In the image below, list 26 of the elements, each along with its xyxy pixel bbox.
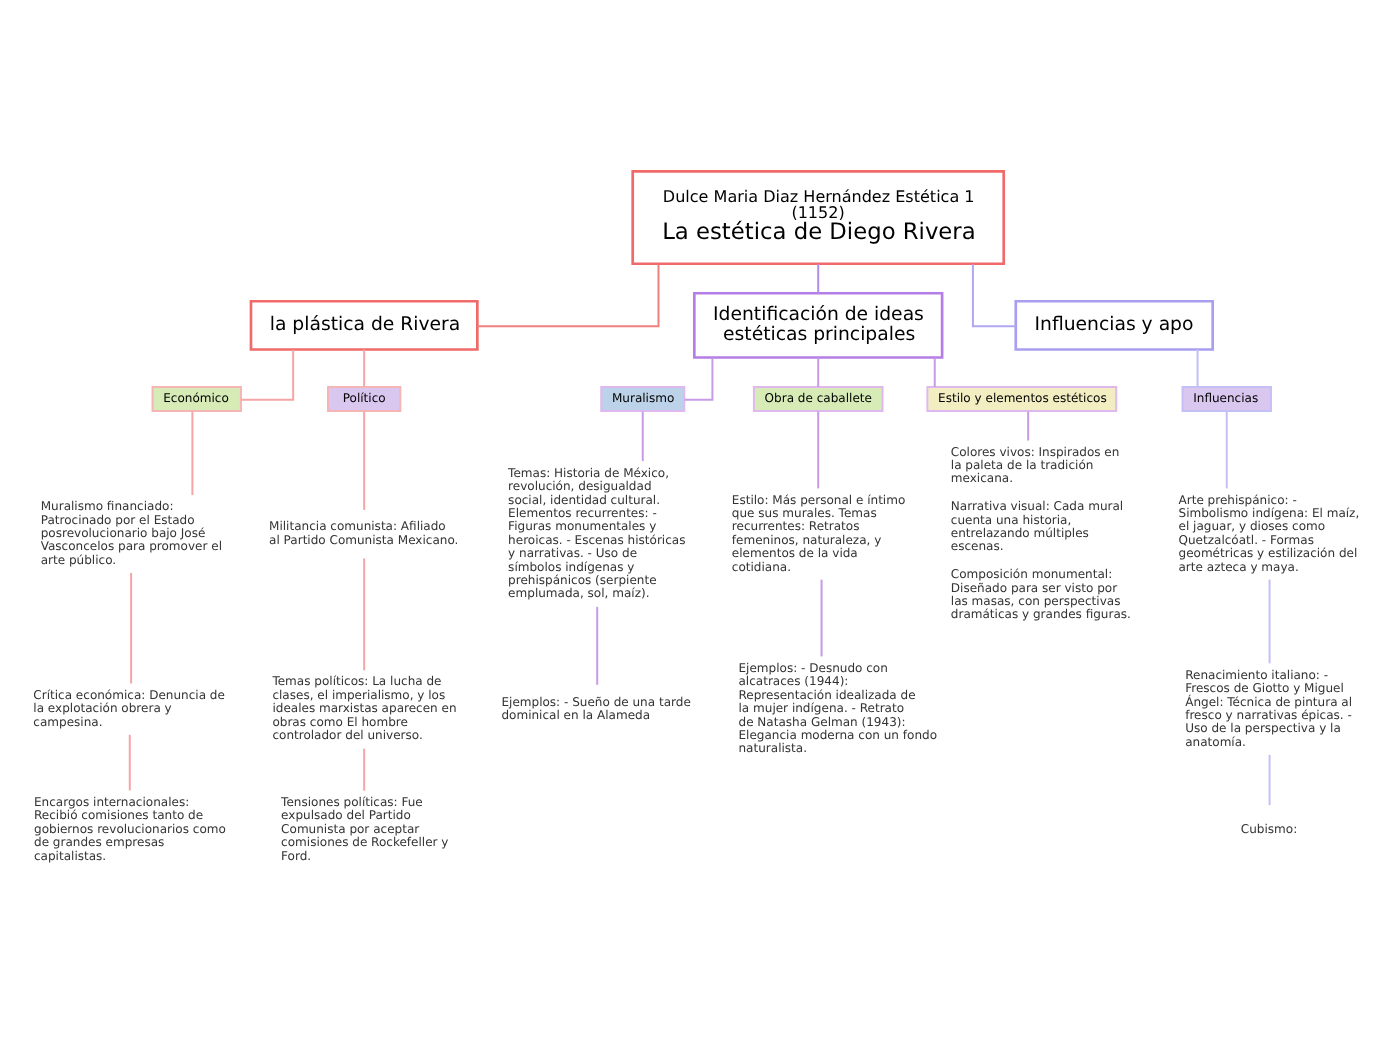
connector — [817, 263, 820, 294]
connector — [1225, 411, 1228, 489]
connector — [477, 264, 660, 328]
connector — [363, 411, 366, 510]
connector — [241, 349, 295, 401]
connector — [1268, 754, 1271, 806]
connector — [1196, 349, 1199, 387]
connector — [820, 579, 823, 657]
connector — [971, 264, 1016, 328]
connector — [596, 606, 599, 685]
connector — [817, 357, 820, 387]
connector — [130, 572, 133, 684]
connector — [128, 734, 131, 791]
connector — [363, 748, 366, 791]
connector — [1027, 411, 1030, 441]
node-box: Identificación de ideas estéticas principales — [693, 291, 944, 359]
connector — [817, 411, 820, 489]
node-box: Influencias y apo — [1014, 299, 1214, 351]
connector — [1268, 579, 1271, 664]
connector — [684, 357, 714, 401]
node-box: la plástica de Rivera — [249, 299, 479, 351]
connector — [363, 558, 366, 671]
connector — [641, 411, 644, 462]
connector — [933, 357, 936, 387]
connector — [191, 411, 194, 495]
connector — [363, 349, 366, 387]
